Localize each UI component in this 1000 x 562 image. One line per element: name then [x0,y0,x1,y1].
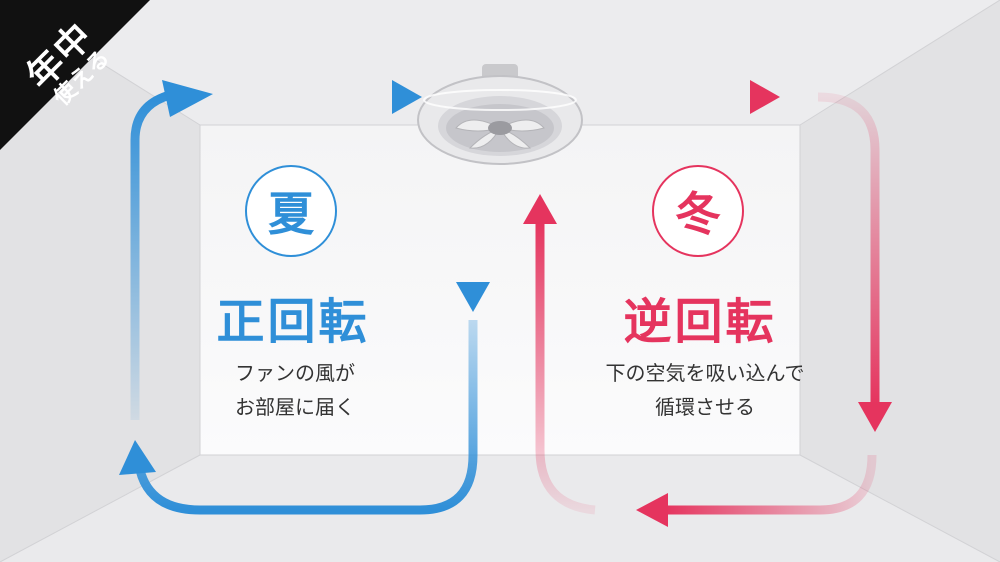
arrow-down-icon [456,282,490,312]
ceiling-fan-icon [417,64,583,165]
summer-mode-title: 正回転 [216,294,370,350]
arrow-right-icon [750,80,780,114]
arrow-left-icon [636,493,668,527]
arrow-up-icon [162,80,213,117]
summer-description: ファンの風が お部屋に届く [175,356,415,424]
arrow-down-icon [858,402,892,432]
arrow-up-icon [523,194,557,224]
summer-airflow-arrows [119,80,490,515]
arrow-up-icon [119,440,156,475]
winter-season-circle: 冬 [652,165,744,257]
arrow-right-icon [392,80,422,114]
corner-badge [0,0,150,150]
summer-desc-line2: お部屋に届く [235,395,355,419]
winter-desc-line2: 循環させる [655,395,755,419]
winter-mode-title: 逆回転 [623,294,777,350]
summer-desc-line1: ファンの風が [235,361,355,385]
winter-desc-line1: 下の空気を吸い込んで [605,361,805,385]
winter-description: 下の空気を吸い込んで 循環させる [560,356,850,424]
summer-season-circle: 夏 [245,165,337,257]
winter-airflow-arrows [523,80,892,527]
